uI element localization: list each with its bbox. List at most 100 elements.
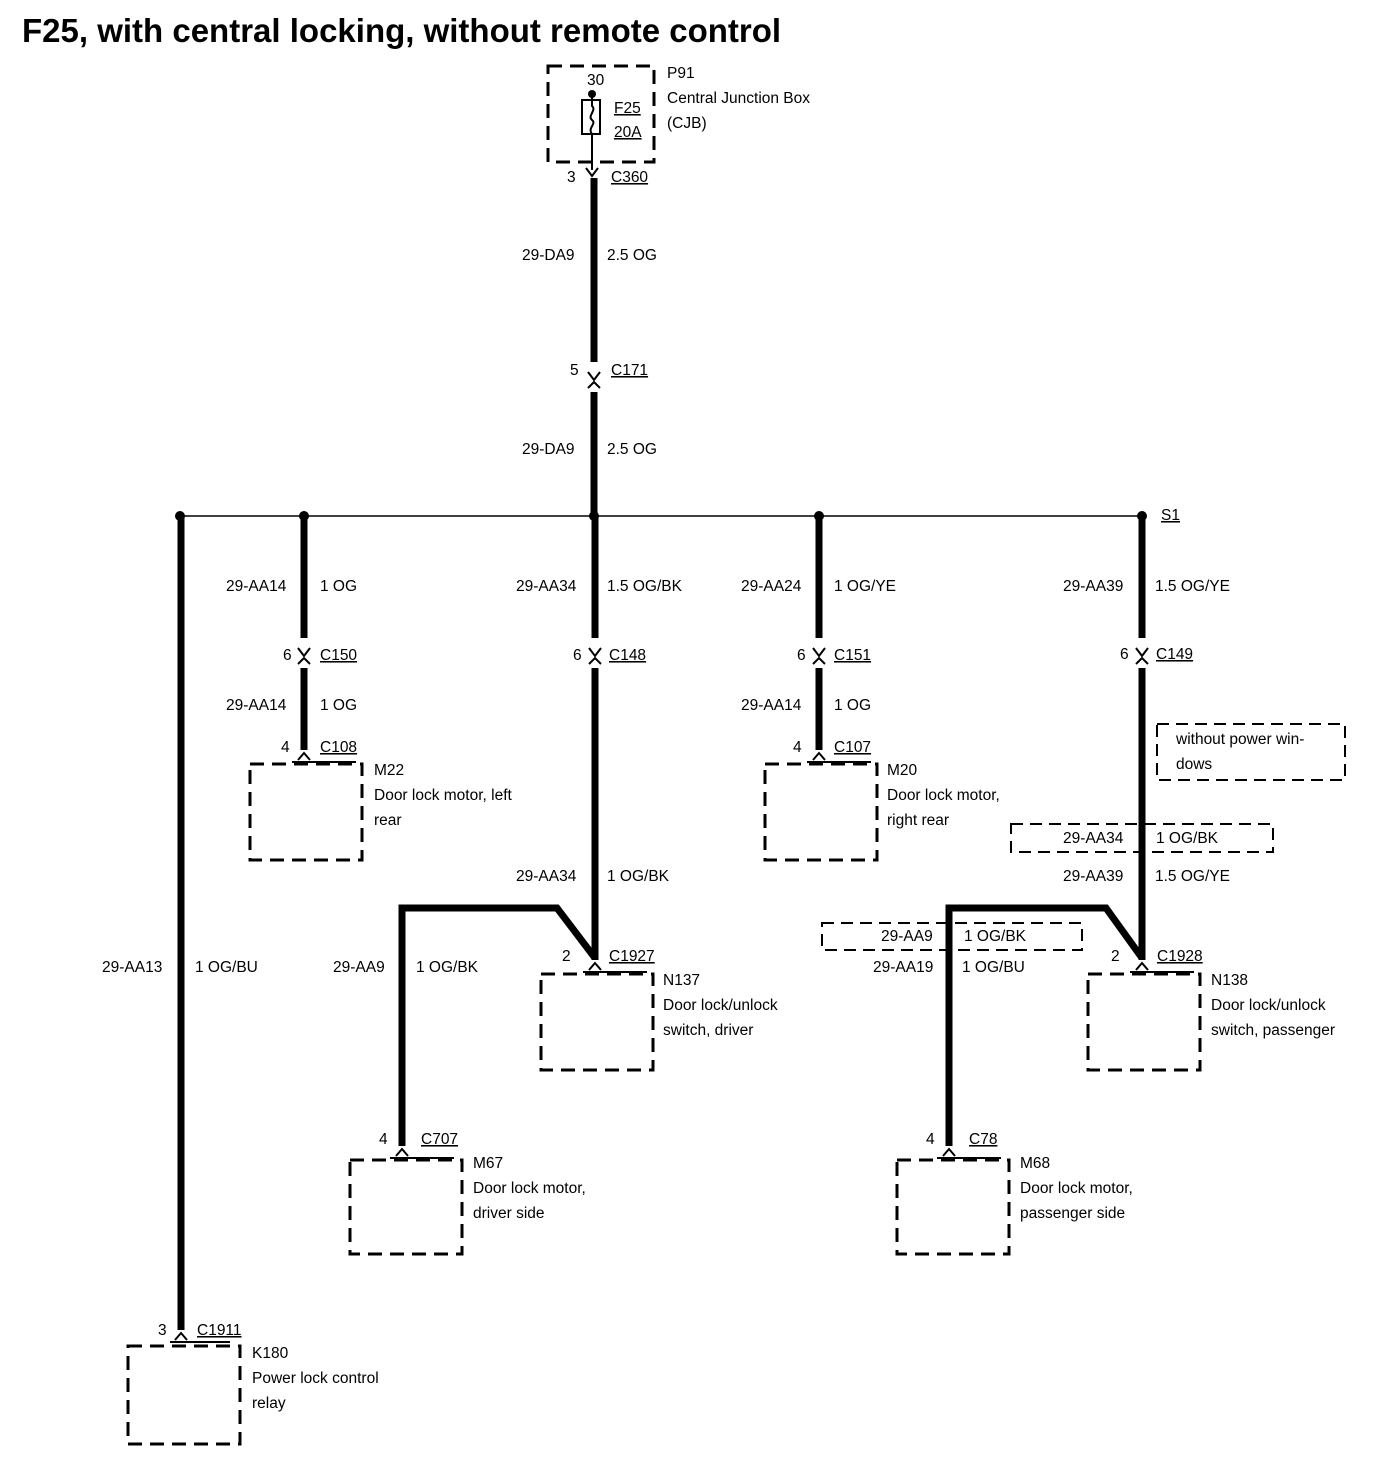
pa-motor-pin: 4 (926, 1131, 935, 1148)
fuse-rating: 20A (614, 124, 642, 141)
m68-outline (895, 1158, 1011, 1256)
c171-pin: 5 (570, 362, 579, 379)
m20-outline (763, 762, 879, 862)
n138-name-2: switch, passenger (1211, 1022, 1335, 1039)
rr-wire1-spec: 1 OG/YE (834, 578, 896, 595)
wire2-spec: 2.5 OG (607, 441, 657, 458)
m68-id: M68 (1020, 1155, 1050, 1172)
rr-conn-pin: 6 (797, 647, 806, 664)
variant-note-line1: without power win- (1175, 731, 1304, 748)
c1927-connector-symbol (588, 961, 602, 971)
fuse-box-name: Central Junction Box (667, 90, 810, 107)
pa-wire1-spec: 1.5 OG/YE (1155, 578, 1230, 595)
page-title: F25, with central locking, without remot… (22, 12, 781, 49)
m67-name-2: driver side (473, 1205, 545, 1222)
c148-label: C148 (609, 647, 646, 664)
n138-outline (1086, 972, 1202, 1072)
k180-name: Power lock control (252, 1370, 379, 1387)
splice-label: S1 (1161, 507, 1180, 524)
m22-outline (248, 762, 364, 862)
dr-motor-pin: 4 (379, 1131, 388, 1148)
c78-connector-symbol (942, 1147, 956, 1157)
m20-name: Door lock motor, (887, 787, 1000, 804)
c108-connector-symbol (297, 751, 311, 761)
lr-conn-pin: 6 (283, 647, 292, 664)
dr-conn-pin: 6 (573, 647, 582, 664)
relay-wire-spec: 1 OG/BU (195, 959, 258, 976)
pa-motor-alt-spec: 1 OG/BK (964, 928, 1027, 945)
n138-name: Door lock/unlock (1211, 997, 1326, 1014)
wire-29-aa19-passenger (945, 904, 1145, 1146)
c360-label: C360 (611, 169, 648, 186)
dr-switch-pin: 2 (562, 948, 571, 965)
m67-outline (348, 1158, 464, 1256)
n137-outline (539, 972, 655, 1072)
c151-connector-symbol (812, 647, 826, 665)
c149-connector-symbol (1135, 647, 1149, 665)
fuse-box-outline (546, 64, 656, 164)
rr-wire1-code: 29-AA24 (741, 578, 802, 595)
c150-connector-symbol (297, 647, 311, 665)
pa-wire2-code: 29-AA39 (1063, 868, 1123, 885)
lr-wire1-code: 29-AA14 (226, 578, 287, 595)
fuse-box-abbr: (CJB) (667, 115, 707, 132)
wire1-code: 29-DA9 (522, 247, 575, 264)
rr-wire2-spec: 1 OG (834, 697, 871, 714)
variant-note-box (1156, 723, 1346, 781)
pa-wire1-code: 29-AA39 (1063, 578, 1123, 595)
k180-name-2: relay (252, 1395, 286, 1412)
pa-motor-wire-spec: 1 OG/BU (962, 959, 1025, 976)
fuse-element (589, 94, 595, 170)
c151-label: C151 (834, 647, 871, 664)
m67-name: Door lock motor, (473, 1180, 586, 1197)
m20-name-2: right rear (887, 812, 949, 829)
c149-label: C149 (1156, 646, 1193, 663)
k180-outline (126, 1344, 242, 1446)
c1928-label: C1928 (1157, 948, 1203, 965)
lr-wire2-spec: 1 OG (320, 697, 357, 714)
lr-comp-pin: 4 (281, 739, 290, 756)
c360-pin: 3 (567, 169, 576, 186)
c360-connector-symbol (585, 167, 599, 178)
c1911-connector-symbol (174, 1331, 188, 1341)
relay-wire-code: 29-AA13 (102, 959, 162, 976)
dr-wire2-code: 29-AA34 (516, 868, 577, 885)
dr-motor-wire-code: 29-AA9 (333, 959, 385, 976)
m68-name-2: passenger side (1020, 1205, 1125, 1222)
m67-id: M67 (473, 1155, 503, 1172)
m22-id: M22 (374, 762, 404, 779)
c1911-label: C1911 (197, 1322, 242, 1339)
pa-alt-spec: 1 OG/BK (1156, 830, 1219, 847)
relay-pin: 3 (158, 1322, 167, 1339)
m20-id: M20 (887, 762, 918, 779)
lr-wire1-spec: 1 OG (320, 578, 357, 595)
wire-29-aa9-driver (398, 904, 598, 1146)
c1927-label: C1927 (609, 948, 655, 965)
c150-label: C150 (320, 647, 357, 664)
wire2-code: 29-DA9 (522, 441, 575, 458)
pa-motor-alt-code: 29-AA9 (881, 928, 933, 945)
rr-comp-pin: 4 (793, 739, 802, 756)
c78-label: C78 (969, 1131, 997, 1148)
k180-id: K180 (252, 1345, 289, 1362)
pa-wire2-spec: 1.5 OG/YE (1155, 868, 1230, 885)
c107-label: C107 (834, 739, 871, 756)
c171-connector-symbol (587, 371, 601, 389)
alt-wire-tag (1010, 823, 1274, 853)
fuse-pin: 30 (587, 72, 605, 89)
n137-id: N137 (663, 972, 700, 989)
dr-wire1-spec: 1.5 OG/BK (607, 578, 683, 595)
n137-name: Door lock/unlock (663, 997, 778, 1014)
dr-wire1-code: 29-AA34 (516, 578, 577, 595)
dr-wire2-spec: 1 OG/BK (607, 868, 670, 885)
m22-name: Door lock motor, left (374, 787, 513, 804)
variant-note-line2: dows (1176, 756, 1212, 773)
c707-label: C707 (421, 1131, 458, 1148)
c707-connector-symbol (395, 1147, 409, 1157)
c148-connector-symbol (588, 647, 602, 665)
c108-label: C108 (320, 739, 357, 756)
n138-id: N138 (1211, 972, 1248, 989)
n137-name-2: switch, driver (663, 1022, 753, 1039)
c1928-connector-symbol (1135, 961, 1149, 971)
rr-wire2-code: 29-AA14 (741, 697, 802, 714)
